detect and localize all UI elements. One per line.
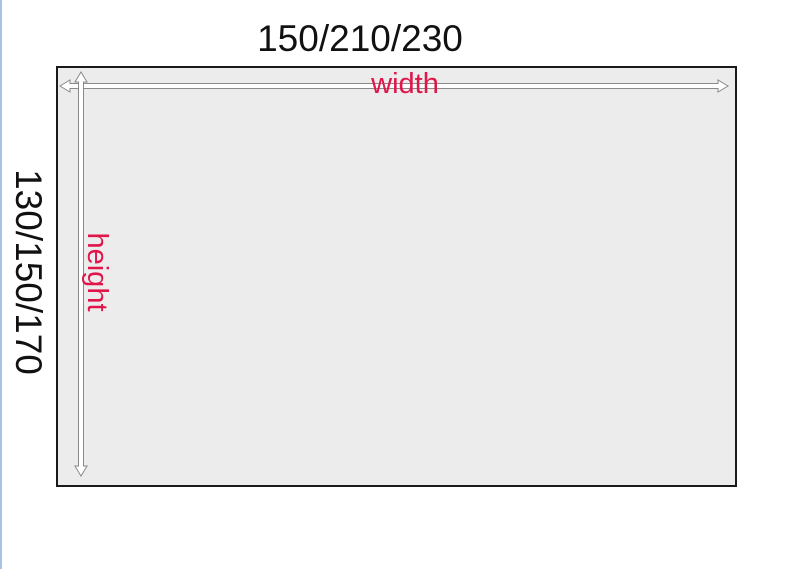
width-arrow-icon [59,79,729,93]
left-edge-line [0,0,2,569]
width-dimension-values: 150/210/230 [257,18,463,59]
screen-panel [56,66,737,487]
height-arrow-icon [74,71,88,477]
height-label: height [81,232,113,312]
width-label: width [371,68,439,100]
